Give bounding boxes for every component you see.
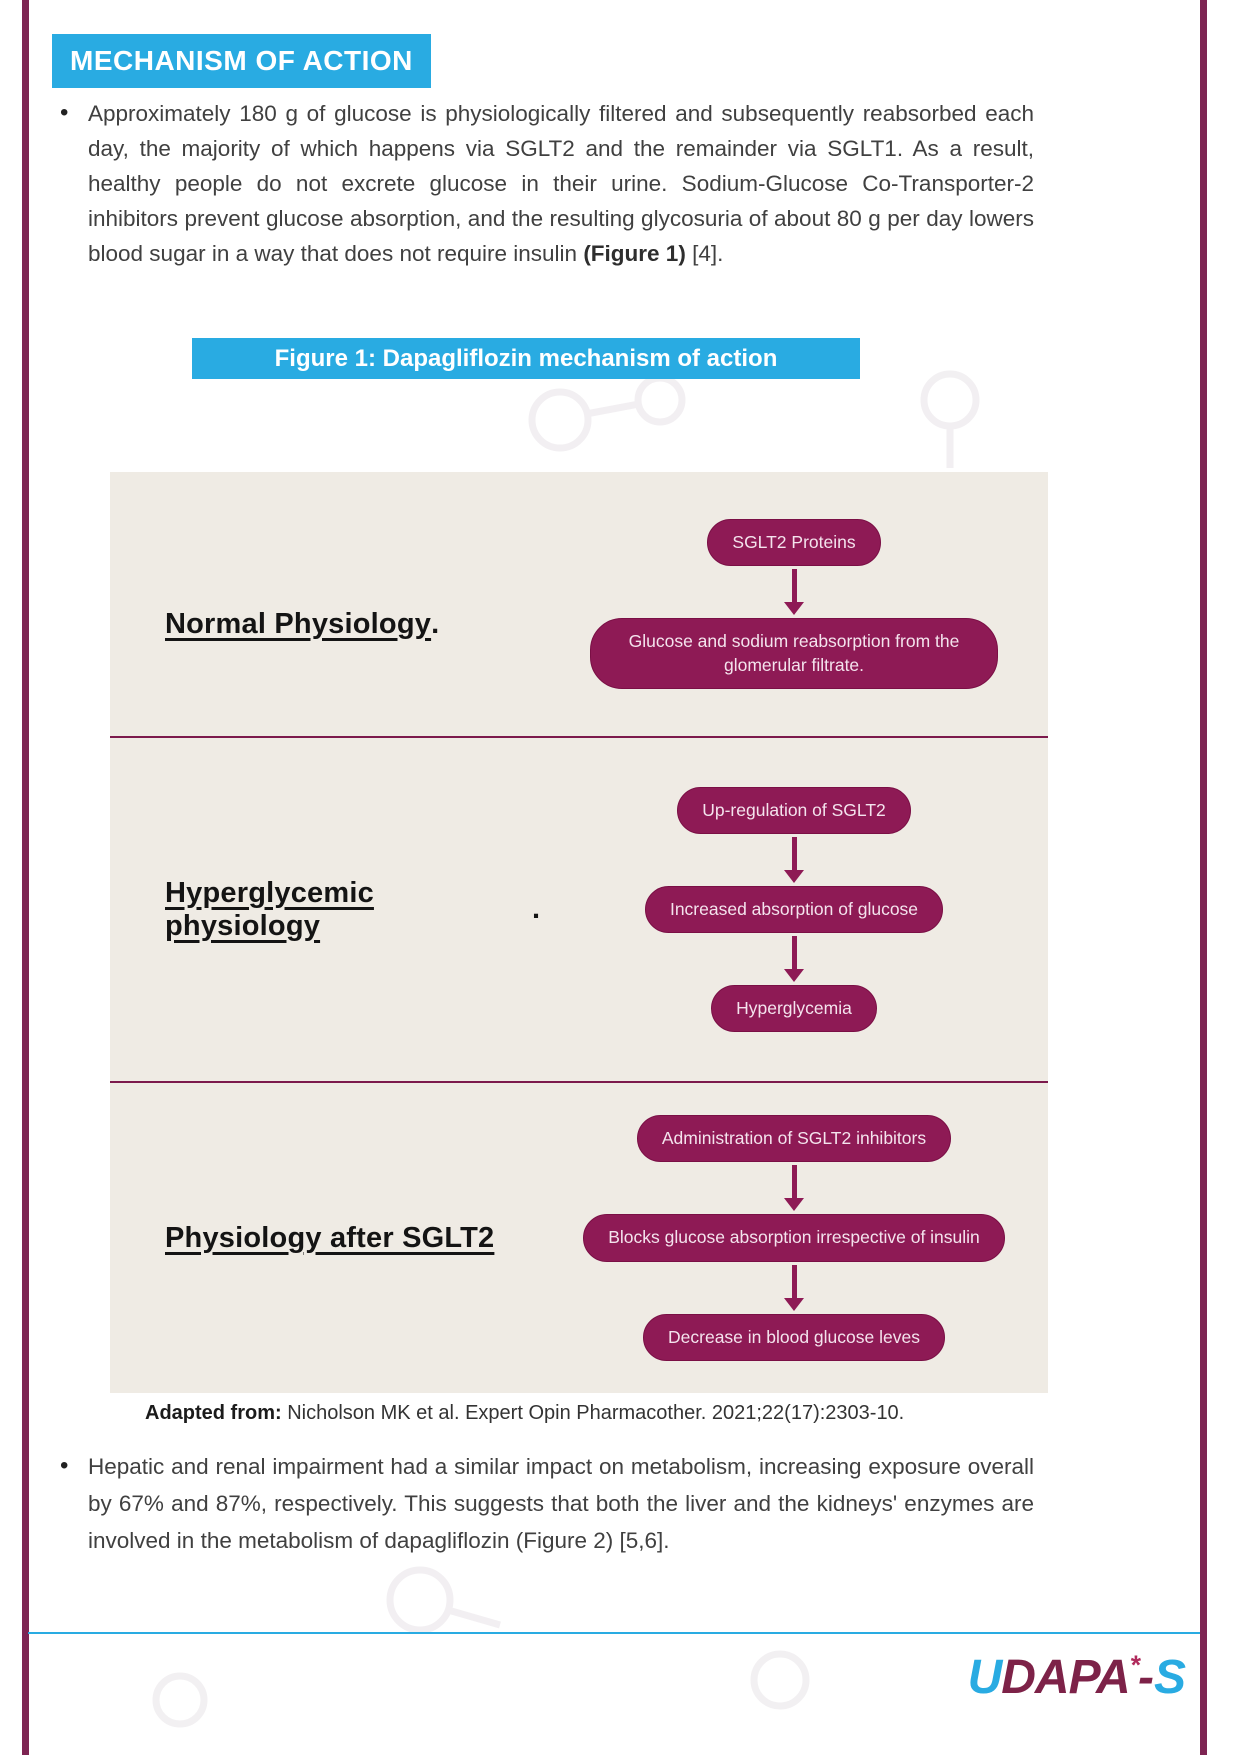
section-heading-banner: MECHANISM OF ACTION xyxy=(52,34,431,88)
figure-title-banner: Figure 1: Dapagliflozin mechanism of act… xyxy=(192,338,860,379)
arrow-head xyxy=(784,1297,804,1311)
flow-box-sglt2-proteins: SGLT2 Proteins xyxy=(707,519,881,567)
flow-box-decrease-blood-glucose: Decrease in blood glucose leves xyxy=(643,1313,945,1361)
figure-title-text: Figure 1: Dapagliflozin mechanism of act… xyxy=(274,345,778,372)
down-arrow-icon xyxy=(784,936,804,983)
arrow-stem xyxy=(791,1165,797,1199)
udapa-s-brand-logo: UDAPA*-S xyxy=(967,1650,1186,1705)
diagram-section-physiology-after-sglt2: Physiology after SGLT2 Administration of… xyxy=(110,1083,1048,1393)
down-arrow-icon xyxy=(784,1165,804,1212)
diagram-section-hyperglycemic-physiology: Hyperglycemic physiology. Up-regulation … xyxy=(110,738,1048,1081)
figure-caption-citation: Nicholson MK et al. Expert Opin Pharmaco… xyxy=(281,1402,905,1424)
intro-paragraph-citation: [4]. xyxy=(685,241,724,266)
flow-box-glucose-sodium-reabsorption: Glucose and sodium reabsorption from the… xyxy=(590,618,998,689)
figure-caption: Adapted from: Nicholson MK et al. Expert… xyxy=(145,1402,904,1425)
intro-paragraph-block: • Approximately 180 g of glucose is physi… xyxy=(52,96,1034,271)
body-paragraph: • Hepatic and renal impairment had a simi… xyxy=(52,1448,1034,1559)
down-arrow-icon xyxy=(784,569,804,616)
section-divider-line xyxy=(110,736,1048,738)
body-paragraph-block: • Hepatic and renal impairment had a simi… xyxy=(52,1448,1034,1559)
arrow-head xyxy=(784,1198,804,1212)
section-label-period: . xyxy=(431,607,440,640)
arrow-stem xyxy=(791,1264,797,1298)
flow-box-increased-absorption: Increased absorption of glucose xyxy=(644,885,944,934)
flow-steps-column: Administration of SGLT2 inhibitors Block… xyxy=(540,1083,1048,1393)
diagram-section-normal-physiology: Normal Physiology. SGLT2 Proteins Glucos… xyxy=(110,472,1048,736)
arrow-stem xyxy=(791,569,797,603)
section-label-normal-physiology: Normal Physiology xyxy=(165,607,432,640)
footer-divider-line xyxy=(28,1632,1200,1634)
flow-box-hyperglycemia: Hyperglycemia xyxy=(711,985,877,1033)
section-label-physiology-after-sglt2: Physiology after SGLT2 xyxy=(165,1221,495,1254)
arrow-head xyxy=(784,969,804,983)
figure-diagram-panel: Normal Physiology. SGLT2 Proteins Glucos… xyxy=(110,472,1048,1393)
section-divider-line xyxy=(110,1081,1048,1083)
down-arrow-icon xyxy=(784,836,804,883)
flow-steps-column: SGLT2 Proteins Glucose and sodium reabso… xyxy=(540,472,1048,736)
section-label-column: Normal Physiology. xyxy=(110,472,540,736)
page-frame-left-line xyxy=(22,0,29,1755)
flow-steps-column: Up-regulation of SGLT2 Increased absorpt… xyxy=(540,738,1048,1081)
flow-box-blocks-glucose-absorption: Blocks glucose absorption irrespective o… xyxy=(583,1214,1005,1262)
arrow-stem xyxy=(791,836,797,870)
logo-asterisk: * xyxy=(1130,1650,1141,1680)
page-frame-right-line xyxy=(1200,0,1207,1755)
arrow-head xyxy=(784,869,804,883)
logo-letter-u: U xyxy=(967,1651,1003,1704)
arrow-head xyxy=(784,602,804,616)
bullet-dot: • xyxy=(60,99,69,126)
section-label-column: Physiology after SGLT2 xyxy=(110,1083,540,1393)
bullet-dot: • xyxy=(60,1452,69,1479)
section-heading-text: MECHANISM OF ACTION xyxy=(70,45,413,76)
section-label-hyperglycemic-physiology: Hyperglycemic physiology xyxy=(165,876,374,942)
logo-hyphen: - xyxy=(1138,1651,1154,1704)
logo-letters-dapa: DAPA xyxy=(1001,1651,1130,1704)
figure-caption-label: Adapted from: xyxy=(145,1402,282,1424)
flow-box-administration-sglt2-inhibitors: Administration of SGLT2 inhibitors xyxy=(636,1115,952,1163)
flow-box-upregulation-sglt2: Up-regulation of SGLT2 xyxy=(677,786,911,834)
logo-letter-s: S xyxy=(1153,1651,1186,1704)
intro-paragraph-bold-figure-ref: (Figure 1) xyxy=(583,241,686,266)
arrow-stem xyxy=(791,936,797,970)
body-paragraph-text: Hepatic and renal impairment had a simil… xyxy=(88,1454,1034,1553)
section-label-column: Hyperglycemic physiology. xyxy=(110,738,540,1081)
intro-paragraph: • Approximately 180 g of glucose is physi… xyxy=(52,96,1034,271)
intro-paragraph-text: Approximately 180 g of glucose is physio… xyxy=(88,101,1034,266)
down-arrow-icon xyxy=(784,1264,804,1311)
section-label-period: . xyxy=(531,893,540,925)
